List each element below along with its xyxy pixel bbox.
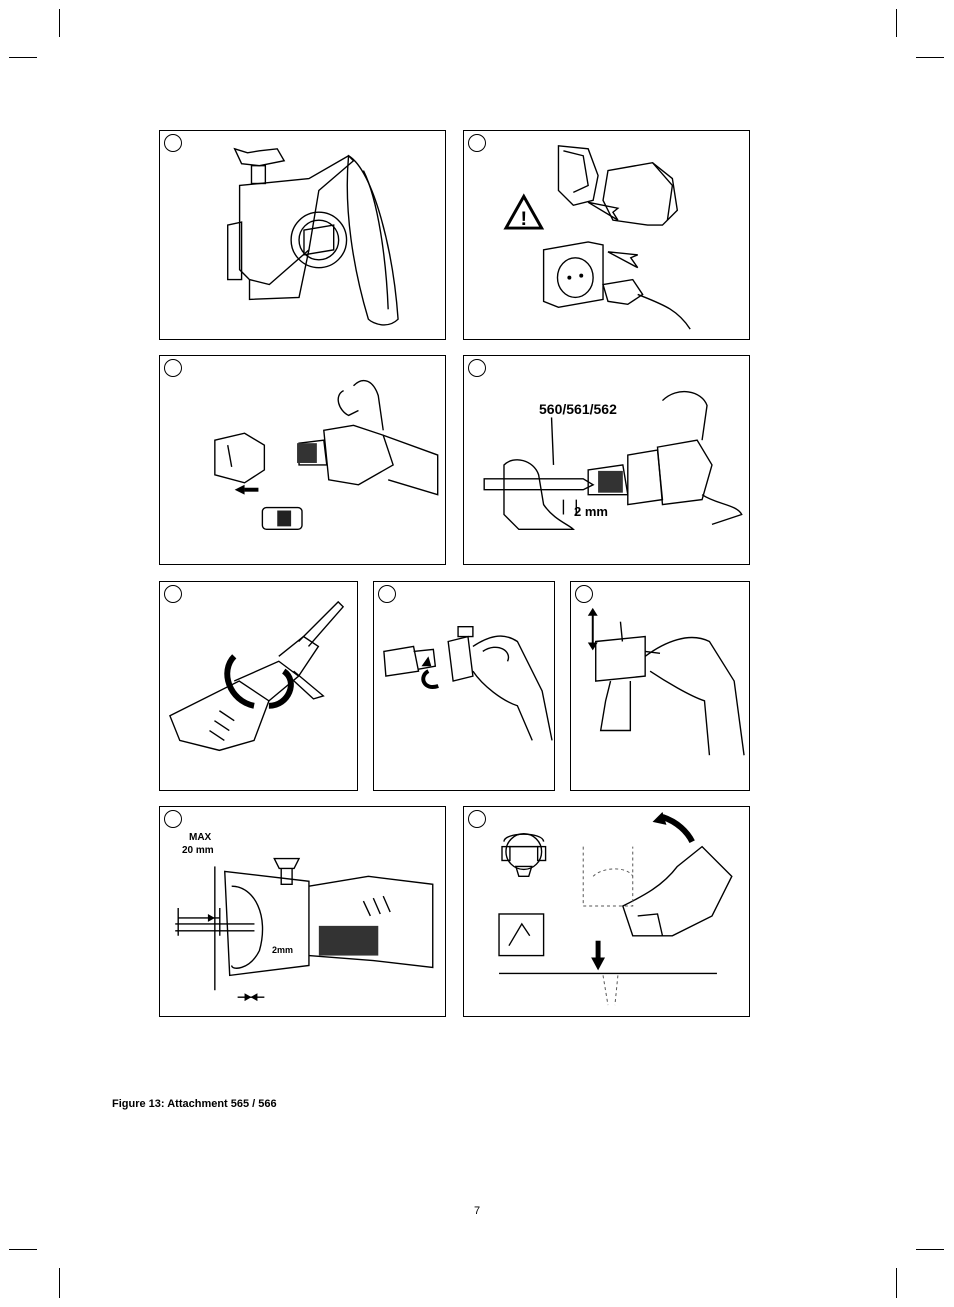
figure-panel-2: !	[463, 130, 750, 340]
crop-mark	[9, 57, 37, 58]
crop-mark	[9, 1249, 37, 1250]
tighten-knob-illustration	[383, 625, 553, 741]
step-number-circle	[378, 585, 396, 603]
gap-label: 2 mm	[574, 504, 608, 519]
sharpening-illustration	[498, 811, 733, 1006]
crop-mark	[916, 57, 944, 58]
mount-attachment-illustration	[169, 600, 345, 752]
warning-triangle-icon	[503, 193, 545, 230]
crop-mark	[896, 1268, 897, 1298]
crop-mark	[896, 9, 897, 37]
figure-panel-3	[159, 355, 446, 565]
svg-text:!: !	[520, 208, 527, 230]
step-number-circle	[164, 134, 182, 152]
crop-mark	[59, 1268, 60, 1298]
step-number-circle	[468, 134, 486, 152]
figure-panel-1	[159, 130, 446, 340]
figure-panel-7	[570, 581, 750, 791]
figure-panel-4: 560/561/562 2 mm	[463, 355, 750, 565]
figure-panel-5	[159, 581, 358, 791]
step-number-circle	[468, 359, 486, 377]
depth-setting-illustration	[175, 857, 434, 1002]
attachment-illustration	[227, 147, 399, 326]
max-label: MAX	[189, 832, 212, 843]
crop-mark	[916, 1249, 944, 1250]
page-number: 7	[473, 1205, 481, 1217]
step-number-circle	[164, 585, 182, 603]
figure-panel-9	[463, 806, 750, 1017]
step-number-circle	[164, 359, 182, 377]
unplug-illustration: !	[503, 145, 691, 330]
figure-panel-8: MAX 20 mm 2mm	[159, 806, 446, 1017]
crop-mark	[59, 9, 60, 37]
model-label: 560/561/562	[539, 401, 617, 417]
figure-caption: Figure 13: Attachment 565 / 566	[112, 1098, 277, 1110]
insert-bit-illustration	[483, 390, 743, 531]
max-value-label: 20 mm	[182, 845, 214, 856]
step-number-circle	[468, 810, 486, 828]
step-number-circle	[575, 585, 593, 603]
adjust-height-illustration	[587, 607, 745, 756]
step-number-circle	[164, 810, 182, 828]
figure-panel-6	[373, 581, 555, 791]
remove-collet-nut-illustration	[214, 379, 439, 531]
gap-label: 2mm	[272, 945, 294, 955]
arrow-icon	[587, 201, 620, 221]
arrow-icon	[607, 251, 639, 269]
